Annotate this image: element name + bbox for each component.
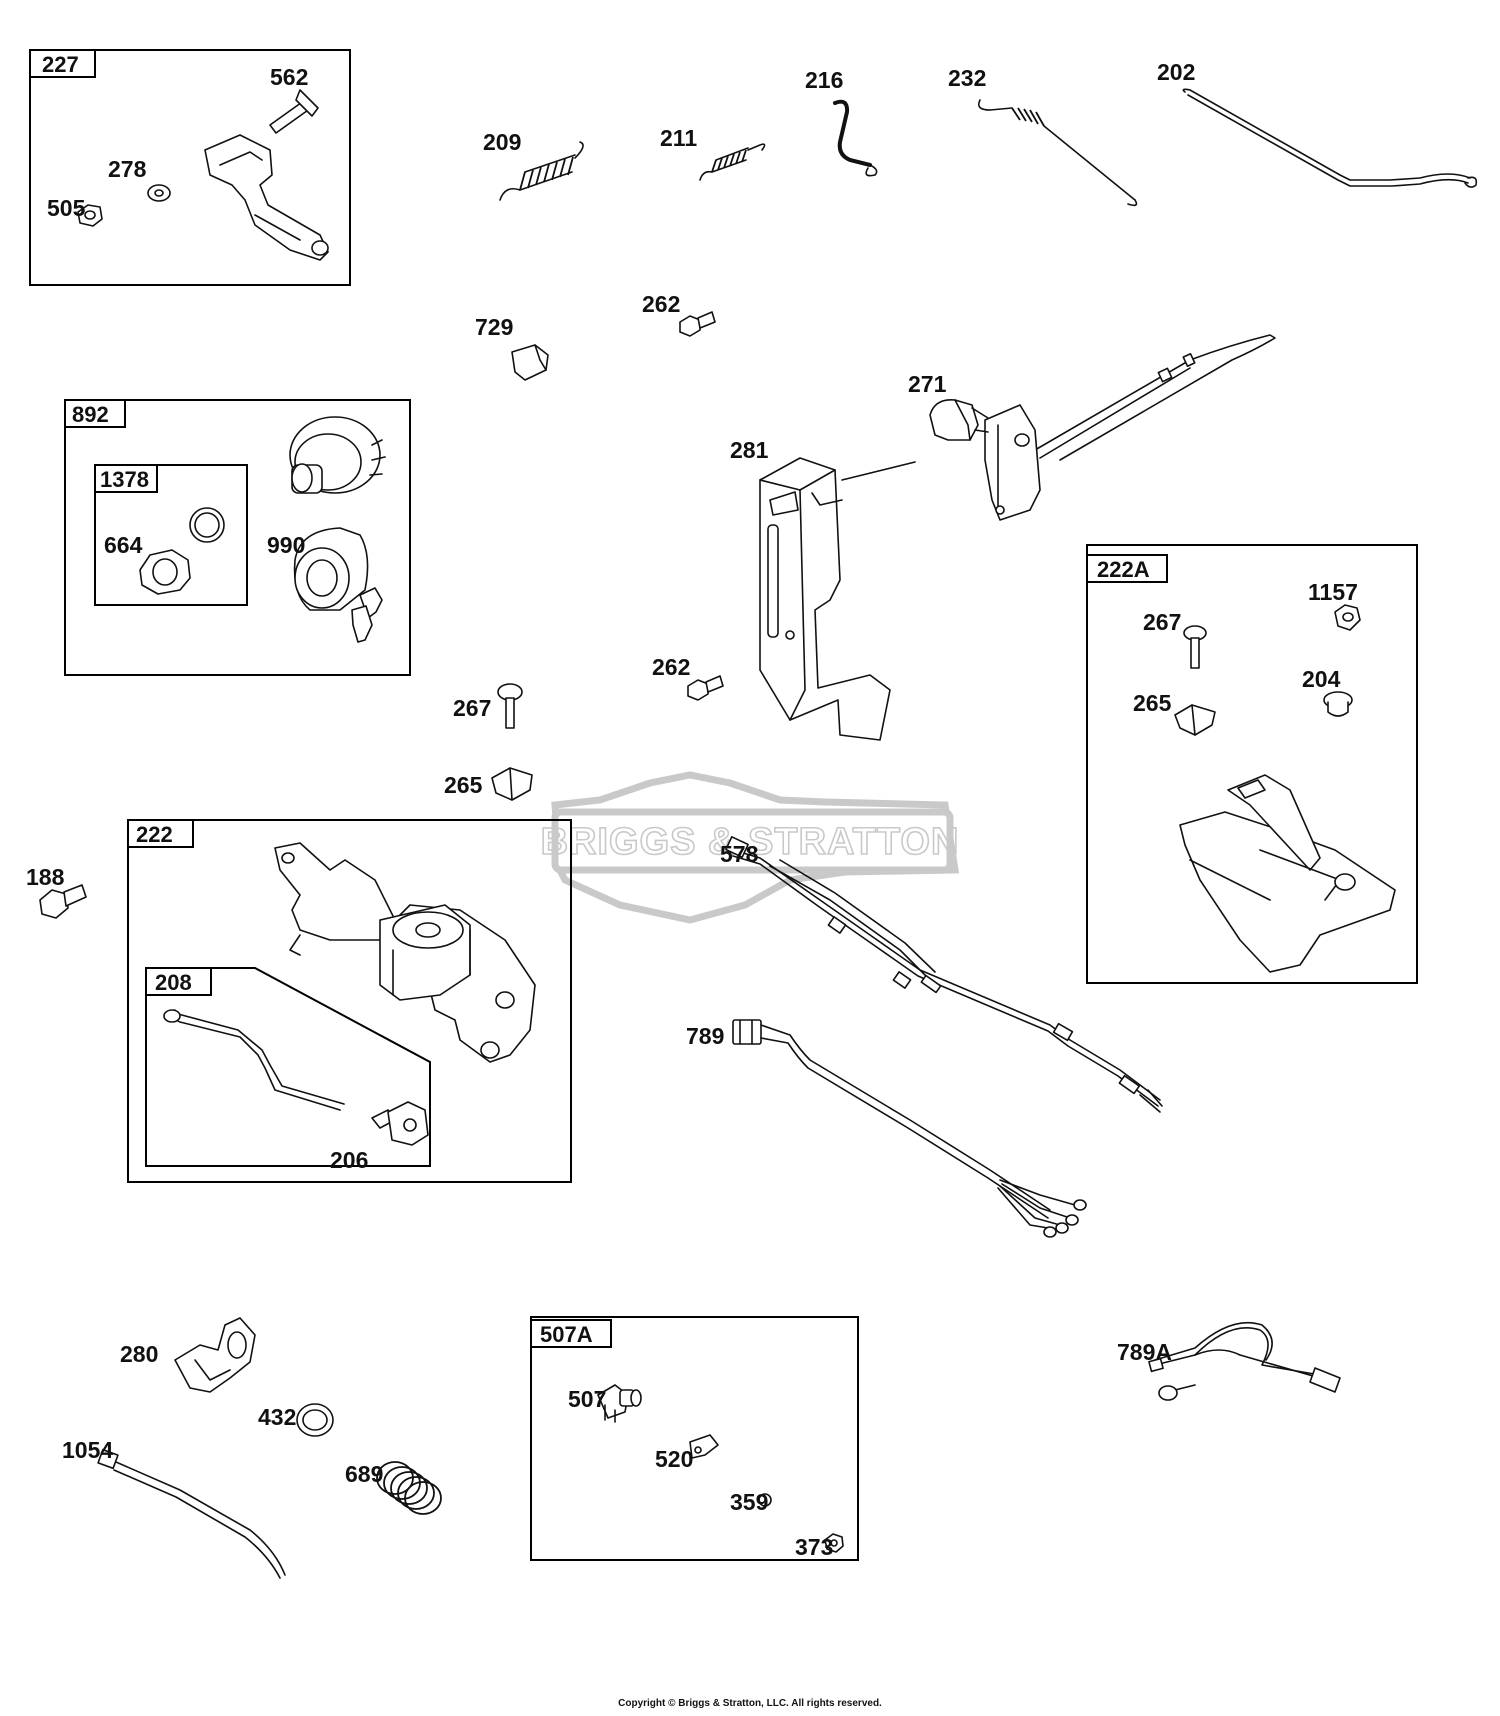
part-number-labels: 562 278 505 209 211 216 232 202 729 262 … [26,59,1358,1560]
part-209-spring[interactable] [499,141,584,201]
label-280: 280 [120,1341,158,1367]
part-689-spring[interactable] [376,1461,442,1515]
label-281: 281 [730,437,769,463]
part-206-knob[interactable] [371,1101,429,1146]
washer-hole [154,189,164,197]
part-262-screw-upper[interactable] [679,311,716,337]
part-271-throttle-control[interactable] [929,334,1276,521]
part-265-clip-222A[interactable] [1174,704,1216,736]
label-789A: 789A [1117,1339,1172,1365]
part-373-nut[interactable] [824,1533,844,1553]
part-1157-nut[interactable] [1334,604,1361,631]
part-280-bracket[interactable] [174,1317,256,1393]
group-208-label: 208 [155,970,192,995]
part-520-clip[interactable] [689,1434,719,1459]
label-578: 578 [720,841,759,867]
group-222A-label: 222A [1097,557,1150,582]
part-216-rod[interactable] [833,99,878,177]
label-278: 278 [108,156,147,182]
part-1054-cable-tie[interactable] [97,1448,286,1579]
part-1378-lock-ring[interactable] [189,507,225,543]
part-664-nut[interactable] [139,549,191,595]
label-1157: 1157 [1308,579,1358,605]
brand-watermark: BRIGGS & STRATTON [540,771,960,924]
part-265-clip[interactable] [491,767,533,801]
label-267: 267 [453,695,491,721]
part-202-rod[interactable] [1182,88,1478,188]
group-507A-label: 507A [540,1322,593,1347]
label-265: 265 [444,772,483,798]
group-227: 227 [29,49,351,286]
label-262-upper: 262 [642,291,680,317]
part-211-spring[interactable] [699,143,766,181]
part-188-screw[interactable] [39,884,87,919]
part-789-wire-harness[interactable] [732,1019,1087,1238]
part-281-control-bracket[interactable] [759,457,916,741]
label-507: 507 [568,1386,606,1412]
label-505: 505 [47,195,86,221]
part-432-ring[interactable] [296,1403,334,1437]
label-232: 232 [948,65,986,91]
part-222A-throttle-plate[interactable] [1179,774,1396,973]
label-789: 789 [686,1023,724,1049]
group-222: 222 208 [127,819,572,1183]
group-1378-label: 1378 [100,467,149,492]
label-271: 271 [908,371,947,397]
label-206: 206 [330,1147,368,1173]
label-216: 216 [805,67,843,93]
part-232-spring[interactable] [977,99,1138,207]
part-359-washer[interactable] [758,1493,772,1507]
part-267-screw[interactable] [497,683,523,729]
part-507-switch[interactable] [597,1384,642,1423]
group-222-label: 222 [136,822,173,847]
label-188: 188 [26,864,65,890]
group-892: 892 1378 [64,399,411,676]
label-520: 520 [655,1446,693,1472]
part-505-nut[interactable] [77,204,103,227]
label-689: 689 [345,1461,383,1487]
label-990: 990 [267,532,305,558]
label-562: 562 [270,64,308,90]
group-892-label: 892 [72,402,109,427]
part-204-bushing[interactable] [1323,691,1353,717]
group-507A: 507A [530,1316,859,1561]
part-578-wire-harness[interactable] [725,836,1163,1113]
label-664: 664 [104,532,143,558]
label-373: 373 [795,1534,833,1560]
part-208-link-rod[interactable] [163,1009,345,1111]
label-209: 209 [483,129,521,155]
label-1054: 1054 [62,1437,113,1463]
group-227-label: 227 [42,52,79,77]
label-265-222A: 265 [1133,690,1172,716]
label-204: 204 [1302,666,1341,692]
part-262-screw-lower[interactable] [687,675,724,701]
part-227-bracket[interactable] [204,134,329,261]
part-562-pin[interactable] [269,89,319,134]
label-267-222A: 267 [1143,609,1181,635]
part-222-solenoid-assembly[interactable] [274,842,536,1063]
label-359: 359 [730,1489,768,1515]
part-990-key-switch[interactable] [293,527,383,643]
label-262-lower: 262 [652,654,690,680]
label-211: 211 [660,125,697,151]
copyright-notice: Copyright © Briggs & Stratton, LLC. All … [618,1698,882,1709]
label-202: 202 [1157,59,1195,85]
group-222A: 222A [1086,544,1418,984]
watermark-brand-text: BRIGGS & STRATTON [541,821,960,863]
label-432: 432 [258,1404,296,1430]
part-892-ignition-switch[interactable] [289,416,386,494]
label-729: 729 [475,314,513,340]
part-267-screw-222A[interactable] [1183,625,1207,669]
part-789A-ground-wire[interactable] [1148,1321,1341,1401]
part-729-clip[interactable] [511,344,549,381]
group-208: 208 [145,967,431,1167]
